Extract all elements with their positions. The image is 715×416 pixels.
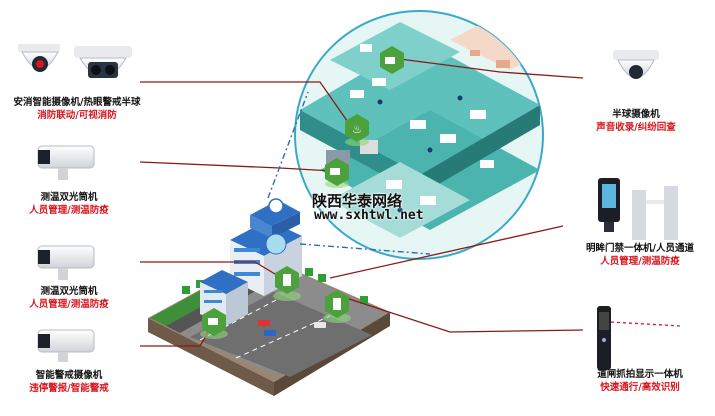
thermal-turret-icon (74, 46, 132, 78)
gate-terminal-icon (597, 306, 611, 370)
main-building (200, 198, 302, 326)
marker-camera-top (380, 46, 404, 74)
bullet-camera-c-title: 智能警戒摄像机 (35, 370, 103, 381)
dome-camera-title: 安消智能摄像机/热眼警戒半球 (13, 97, 141, 108)
gate-arm-line (610, 321, 681, 327)
watermark-url: www.sxhtwl.net (314, 208, 424, 223)
marker-parking (200, 308, 228, 339)
hemisphere-camera-title: 半球摄像机 (612, 109, 660, 120)
bullet-camera-b-title: 测温双光筒机 (40, 286, 98, 297)
bullet-camera-icon-c (37, 329, 95, 362)
dome-camera-feature: 消防联动/可视消防 (37, 110, 117, 121)
access-terminal-icon (598, 178, 678, 240)
bullet-camera-a-label: 测温双光筒机 人员管理/测温防疫 (4, 191, 134, 217)
bullet-camera-b-label: 测温双光筒机 人员管理/测温防疫 (4, 285, 134, 311)
watermark-name: 陕西华泰网络 (312, 192, 403, 210)
marker-gate (323, 290, 351, 323)
hemisphere-camera-label: 半球摄像机 声音收录/纠纷回查 (580, 108, 692, 134)
marker-fire: ♨ (345, 114, 369, 146)
access-terminal-feature: 人员管理/测温防疫 (600, 256, 680, 267)
gate-terminal-title: 道闸抓拍显示一体机 (597, 369, 683, 380)
bullet-camera-icon-a (37, 145, 95, 180)
bullet-camera-c-feature: 违停警报/智能警戒 (29, 383, 109, 394)
bullet-camera-icon-b (37, 245, 95, 280)
projection-lines (267, 91, 431, 255)
bullet-camera-c-label: 智能警戒摄像机 违停警报/智能警戒 (4, 369, 134, 395)
hemisphere-camera-icon (613, 50, 659, 79)
bullet-camera-b-feature: 人员管理/测温防疫 (29, 299, 109, 310)
marker-access (273, 266, 301, 301)
bullet-camera-a-feature: 人员管理/测温防疫 (29, 205, 109, 216)
access-terminal-label: 明眸门禁一体机/人员通道 人员管理/测温防疫 (570, 242, 710, 268)
dome-camera-label: 安消智能摄像机/热眼警戒半球 消防联动/可视消防 (2, 96, 152, 122)
access-terminal-title: 明眸门禁一体机/人员通道 (586, 243, 694, 254)
hemisphere-camera-feature: 声音收录/纠纷回查 (596, 122, 676, 133)
dome-camera-icon (18, 44, 60, 72)
gate-terminal-label: 道闸抓拍显示一体机 快速通行/高效识别 (580, 368, 700, 394)
gate-terminal-feature: 快速通行/高效识别 (600, 382, 680, 393)
bullet-camera-a-title: 测温双光筒机 (40, 192, 98, 203)
marker-camera-mid (325, 158, 349, 188)
svg-text:♨: ♨ (352, 123, 362, 136)
